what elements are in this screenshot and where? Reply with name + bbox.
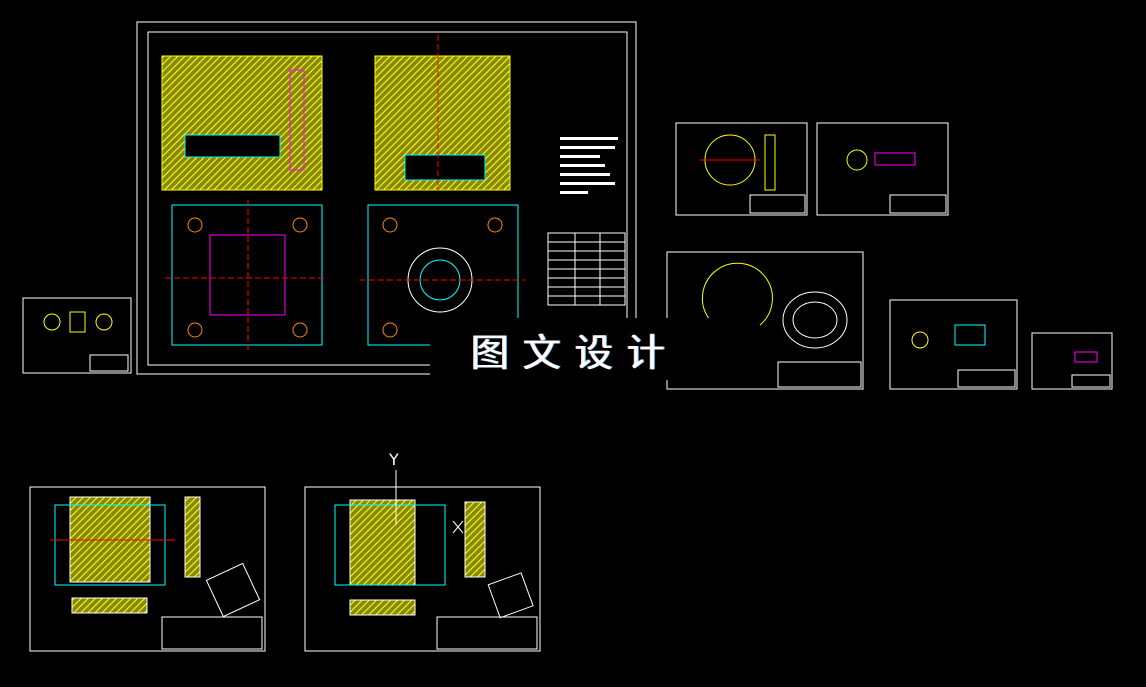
sheet-part-2 <box>816 122 949 216</box>
watermark: 图文设计 <box>430 318 720 380</box>
sheet-part-4 <box>889 299 1018 390</box>
sheet-core-plate <box>29 486 266 652</box>
sheet-part-6 <box>22 297 132 374</box>
watermark-text: 图文设计 <box>470 330 679 375</box>
sheet-mold-assembly <box>136 21 637 375</box>
sheet-part-5 <box>1031 332 1113 390</box>
ucs-icon <box>395 470 464 534</box>
sheet-cavity-plate <box>304 486 541 652</box>
ucs-y-label: Y <box>389 450 399 469</box>
sheet-part-1 <box>675 122 808 216</box>
